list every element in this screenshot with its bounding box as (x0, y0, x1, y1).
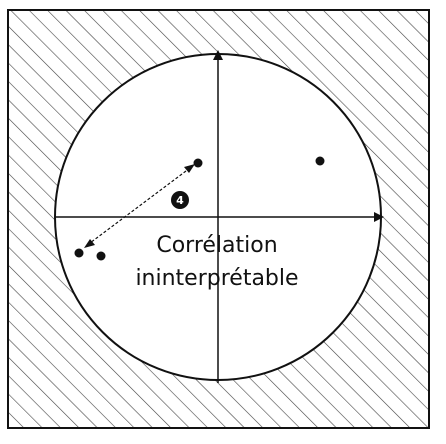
vertical-axis-arrowhead (213, 50, 223, 60)
variable-point (96, 251, 106, 261)
numbered-marker-label: 4 (176, 194, 184, 207)
diagram-label-line-2: ininterprétable (135, 266, 298, 291)
variable-point (193, 158, 203, 168)
arrowhead-upper (184, 164, 195, 173)
horizontal-axis-arrowhead (374, 212, 384, 222)
numbered-marker (171, 191, 189, 209)
variable-point (74, 248, 84, 258)
diagram-label-line-1: Corrélation (156, 233, 277, 258)
arrowhead-lower (84, 239, 95, 248)
dashed-distance-arrow (89, 167, 191, 244)
variable-point (315, 156, 325, 166)
